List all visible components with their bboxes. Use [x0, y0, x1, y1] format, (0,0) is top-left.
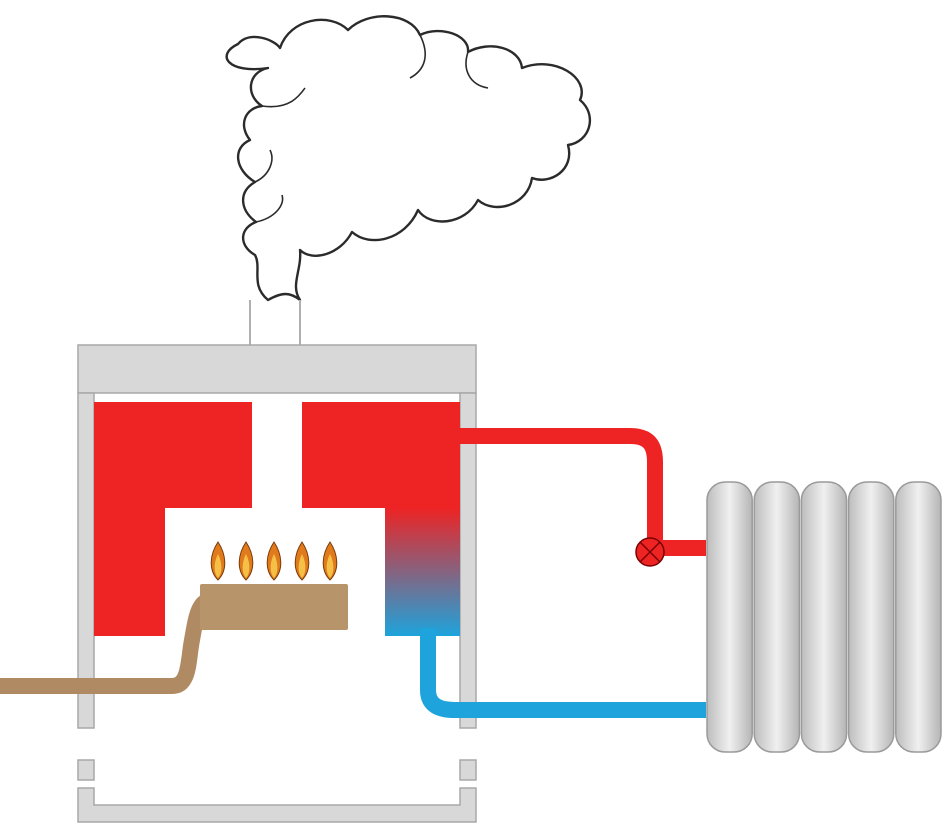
flame-icon	[322, 541, 338, 581]
flame-icon	[266, 541, 282, 581]
radiator-column	[800, 481, 848, 753]
flue-pipe	[249, 300, 301, 348]
radiator	[706, 481, 942, 753]
radiator-column	[895, 481, 942, 753]
flame-icon	[210, 541, 226, 581]
flame-icon	[294, 541, 310, 581]
gas-burner	[200, 584, 348, 630]
cold-return-pipe	[420, 628, 706, 718]
pump-icon	[635, 537, 665, 567]
flame-icon	[238, 541, 254, 581]
hot-flow-pipe	[460, 428, 706, 556]
radiator-column	[706, 481, 753, 753]
radiator-column	[753, 481, 801, 753]
heat-exchanger	[94, 402, 460, 636]
cloud-icon	[225, 15, 591, 302]
flames	[210, 541, 338, 581]
radiator-column	[847, 481, 895, 753]
